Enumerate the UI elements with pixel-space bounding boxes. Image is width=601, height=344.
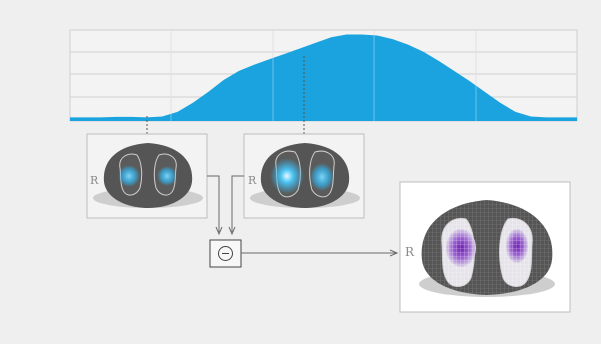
inspiration-frame — [243, 133, 365, 219]
expiration-connector — [207, 175, 220, 232]
thorax-eit-image — [103, 143, 193, 208]
expiration-side-label: R — [90, 174, 99, 187]
impedance-waveform-panel — [69, 29, 578, 122]
difference-side-label: R — [405, 245, 415, 259]
difference-frame — [399, 181, 571, 313]
inspiration-side-label: R — [248, 174, 257, 187]
subtraction-operator — [209, 239, 242, 268]
minus-circle-icon — [218, 246, 233, 261]
inspiration-connector — [231, 175, 244, 232]
expiration-frame — [86, 133, 208, 219]
impedance-waveform — [70, 34, 577, 121]
